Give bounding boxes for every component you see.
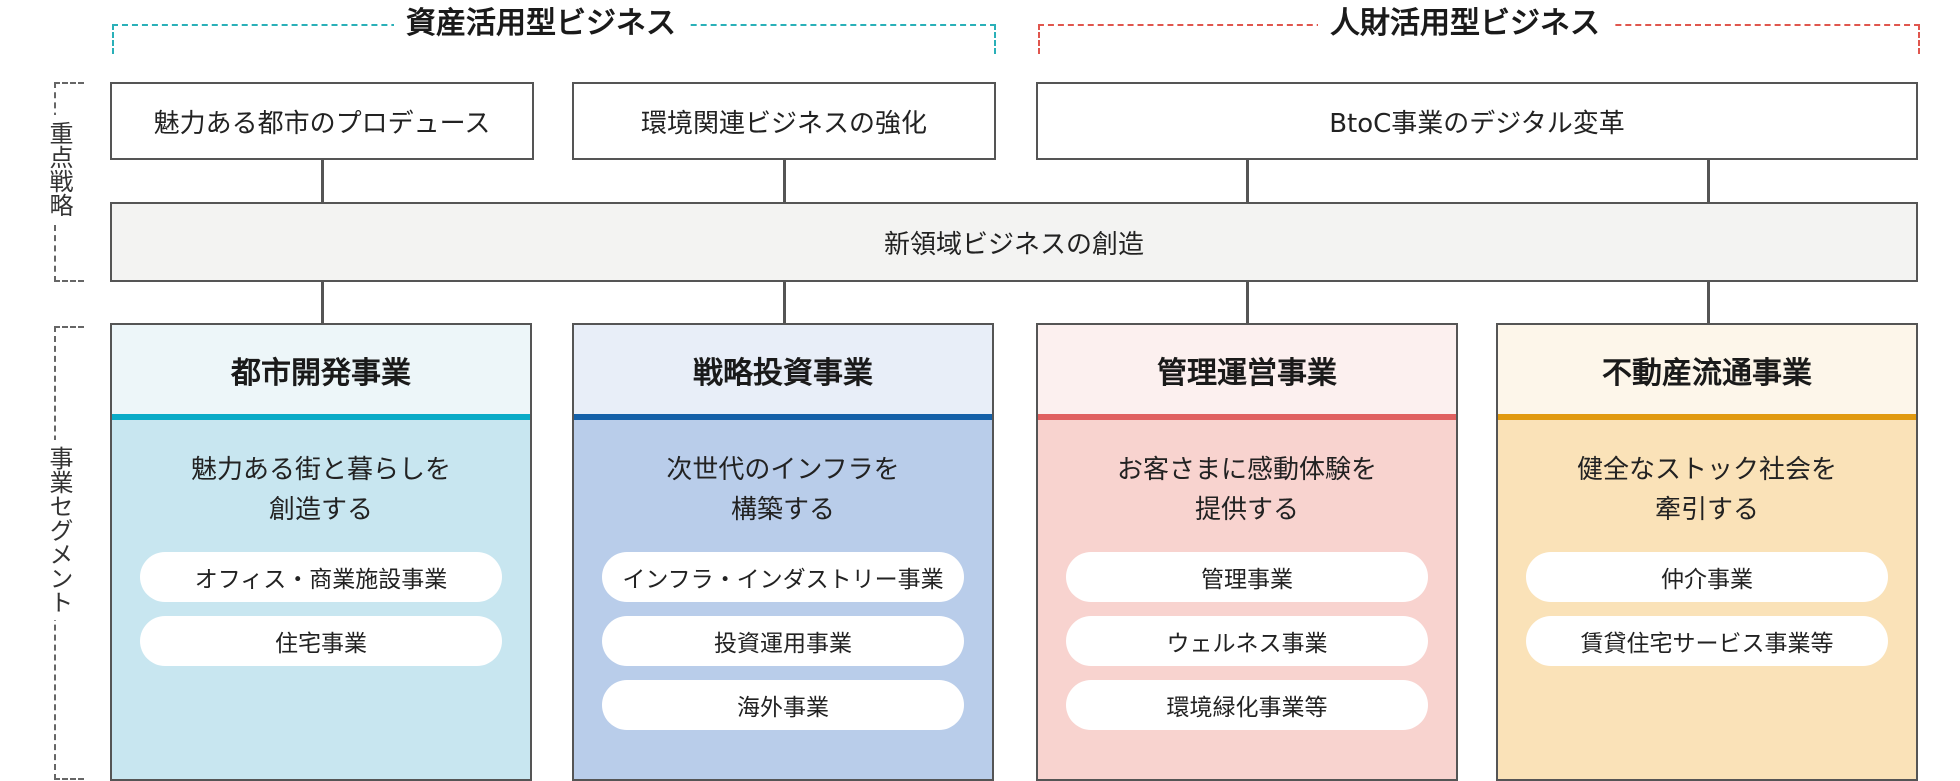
segment-description: お客さまに感動体験を 提供する: [1116, 455, 1377, 525]
segment-items: インフラ・インダストリー事業 投資運用事業 海外事業: [574, 552, 992, 730]
segment-title: 不動産流通事業: [1498, 325, 1916, 420]
connector-line: [1707, 282, 1710, 324]
segment-description: 次世代のインフラを 構築する: [666, 455, 900, 525]
asset-group-title: 資産活用型ビジネス: [394, 4, 688, 44]
segment-item: 管理事業: [1066, 552, 1428, 602]
human-group-title: 人財活用型ビジネス: [1318, 4, 1612, 44]
segment-item: 投資運用事業: [602, 616, 964, 666]
connector-line: [1246, 160, 1249, 202]
segment-side-label: 事業セグメント: [34, 440, 74, 620]
segment-title: 都市開発事業: [112, 325, 530, 420]
segment-title: 管理運営事業: [1038, 325, 1456, 420]
segment-items: オフィス・商業施設事業 住宅事業: [112, 552, 530, 666]
segment-title: 戦略投資事業: [574, 325, 992, 420]
segment-item: ウェルネス事業: [1066, 616, 1428, 666]
strategy-label: BtoC事業のデジタル変革: [1329, 108, 1625, 139]
segment-strategic-investment: 戦略投資事業 次世代のインフラを 構築する インフラ・インダストリー事業 投資運…: [572, 323, 994, 781]
connector-line: [1707, 160, 1710, 202]
segment-item: 環境緑化事業等: [1066, 680, 1428, 730]
strategy-label: 環境関連ビジネスの強化: [640, 108, 927, 139]
segment-item: 賃貸住宅サービス事業等: [1526, 616, 1888, 666]
connector-line: [321, 282, 324, 324]
segment-urban-development: 都市開発事業 魅力ある街と暮らしを 創造する オフィス・商業施設事業 住宅事業: [110, 323, 532, 781]
strategy-box-environment: 環境関連ビジネスの強化: [572, 82, 996, 160]
segment-property-management: 管理運営事業 お客さまに感動体験を 提供する 管理事業 ウェルネス事業 環境緑化…: [1036, 323, 1458, 781]
strategy-side-label: 重点戦略: [34, 115, 74, 223]
segment-real-estate-brokerage: 不動産流通事業 健全なストック社会を 牽引する 仲介事業 賃貸住宅サービス事業等: [1496, 323, 1918, 781]
connector-line: [783, 160, 786, 202]
new-domain-label: 新領域ビジネスの創造: [883, 229, 1144, 260]
strategy-label: 魅力ある都市のプロデュース: [153, 108, 491, 139]
segment-description: 魅力ある街と暮らしを 創造する: [190, 455, 451, 525]
segment-item: 仲介事業: [1526, 552, 1888, 602]
segment-items: 管理事業 ウェルネス事業 環境緑化事業等: [1038, 552, 1456, 730]
segment-item: 住宅事業: [140, 616, 502, 666]
strategy-box-btoc-dx: BtoC事業のデジタル変革: [1036, 82, 1918, 160]
connector-line: [1246, 282, 1249, 324]
segment-items: 仲介事業 賃貸住宅サービス事業等: [1498, 552, 1916, 666]
segment-item: インフラ・インダストリー事業: [602, 552, 964, 602]
strategy-box-city-produce: 魅力ある都市のプロデュース: [110, 82, 534, 160]
connector-line: [321, 160, 324, 202]
connector-line: [783, 282, 786, 324]
segment-item: オフィス・商業施設事業: [140, 552, 502, 602]
new-domain-box: 新領域ビジネスの創造: [110, 202, 1918, 282]
segment-item: 海外事業: [602, 680, 964, 730]
segment-description: 健全なストック社会を 牽引する: [1576, 455, 1837, 525]
